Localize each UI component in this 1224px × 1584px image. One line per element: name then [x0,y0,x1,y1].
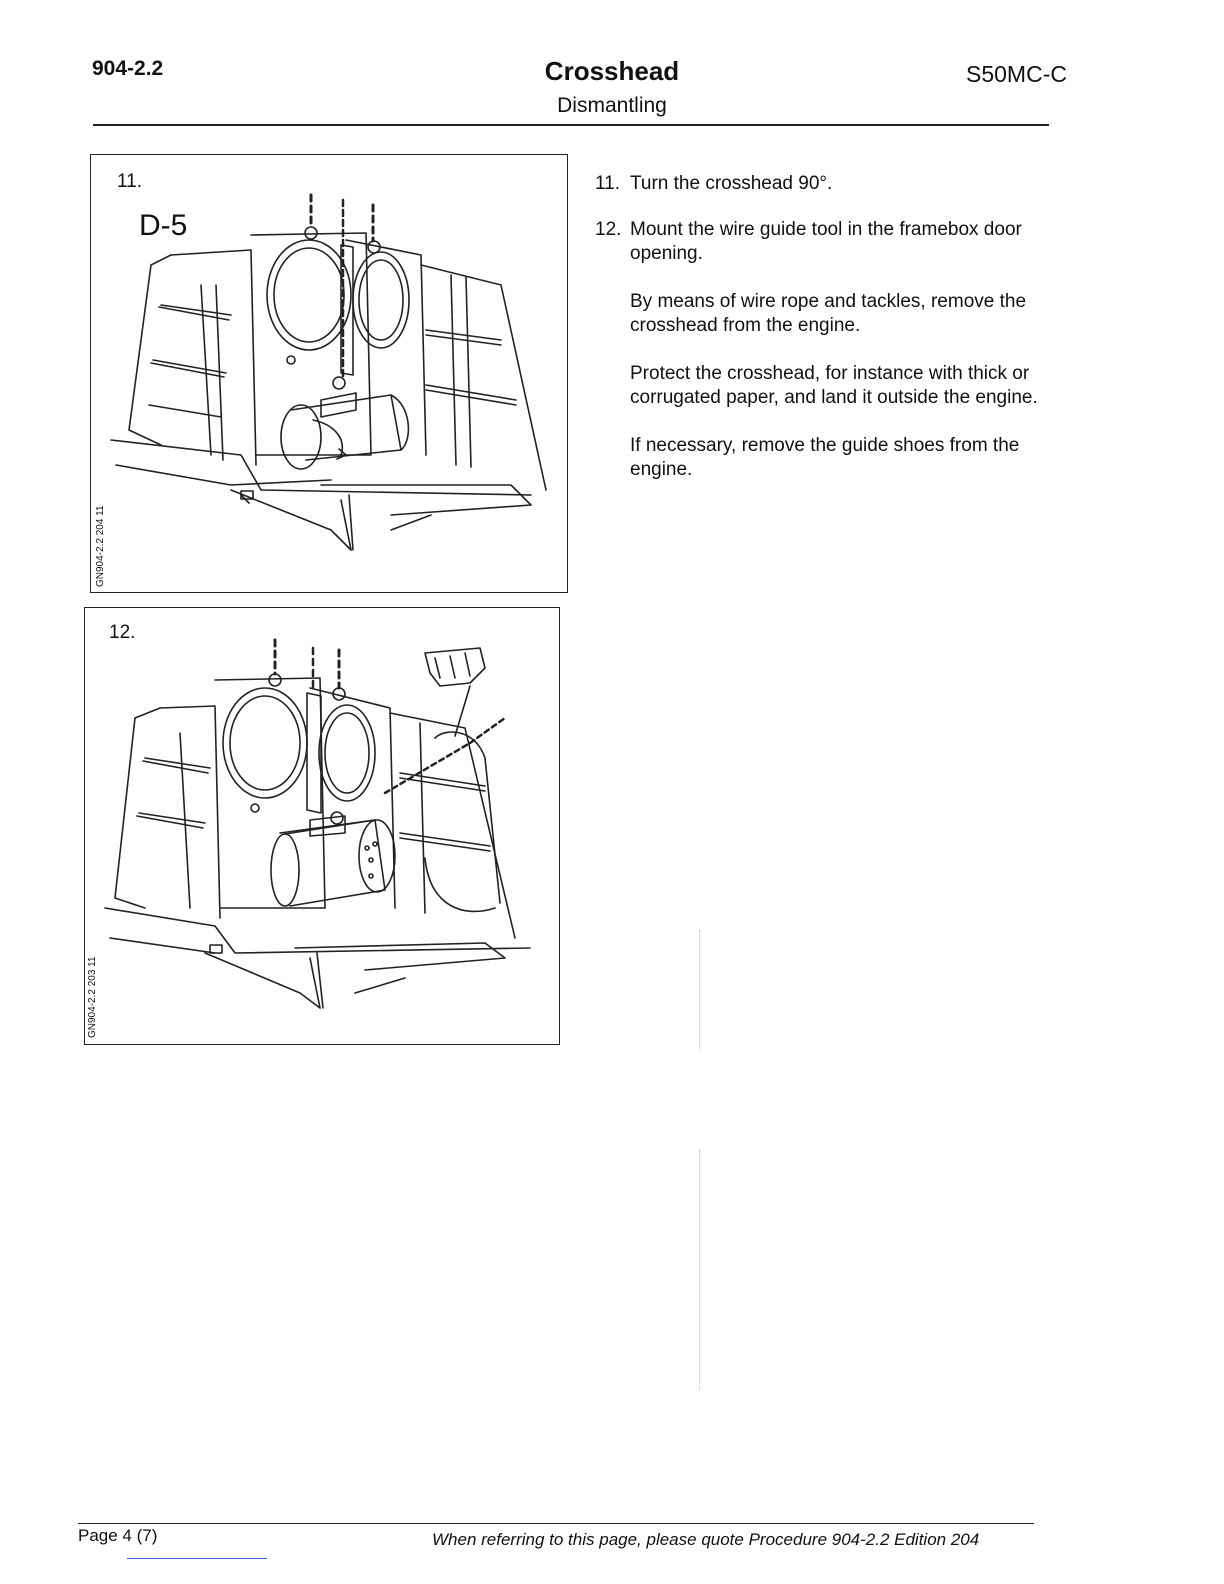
figure-12: 12. GN904-2.2 203 11 [84,607,560,1045]
document-number: 904-2.2 [92,57,164,80]
footer-rule [78,1523,1034,1524]
instruction-paragraph: By means of wire rope and tackles, remov… [630,291,1027,336]
position-label: D-5 [139,209,188,242]
wire-guide-tool-illustration [104,638,531,1009]
step-11: 11. Turn the crosshead 90°. [595,172,1045,196]
scan-artifact [699,930,700,1050]
figure-number: 12. [109,622,136,643]
footer-underline [127,1558,267,1559]
figure-code: GN904-2.2 204 11 [95,505,106,587]
header-rule [93,124,1049,126]
instruction-paragraph: If necessary, remove the guide shoes fro… [630,435,1020,480]
figure-number: 11. [117,171,143,192]
page-title: Crosshead [544,56,680,86]
figure-code: GN904-2.2 203 11 [87,956,98,1038]
engine-model: S50MC-C [966,61,1067,87]
step-12: 12. Mount the wire guide tool in the fra… [595,218,1045,266]
step-text: Mount the wire guide tool in the framebo… [630,219,1022,264]
step-number: 12. [595,219,622,240]
scan-artifact [699,1150,700,1390]
instruction-paragraph: Protect the crosshead, for instance with… [630,363,1038,408]
step-text: Turn the crosshead 90°. [630,173,833,194]
page-number: Page 4 (7) [78,1526,158,1545]
instruction-steps: 11. Turn the crosshead 90°. 12. Mount th… [595,172,1045,506]
page-subtitle: Dismantling [557,94,667,117]
figure-11: 11. D-5 GN904-2.2 204 11 [90,154,568,593]
reference-note: When referring to this page, please quot… [432,1530,980,1549]
step-number: 11. [595,173,621,194]
crosshead-turn-illustration [110,193,547,551]
